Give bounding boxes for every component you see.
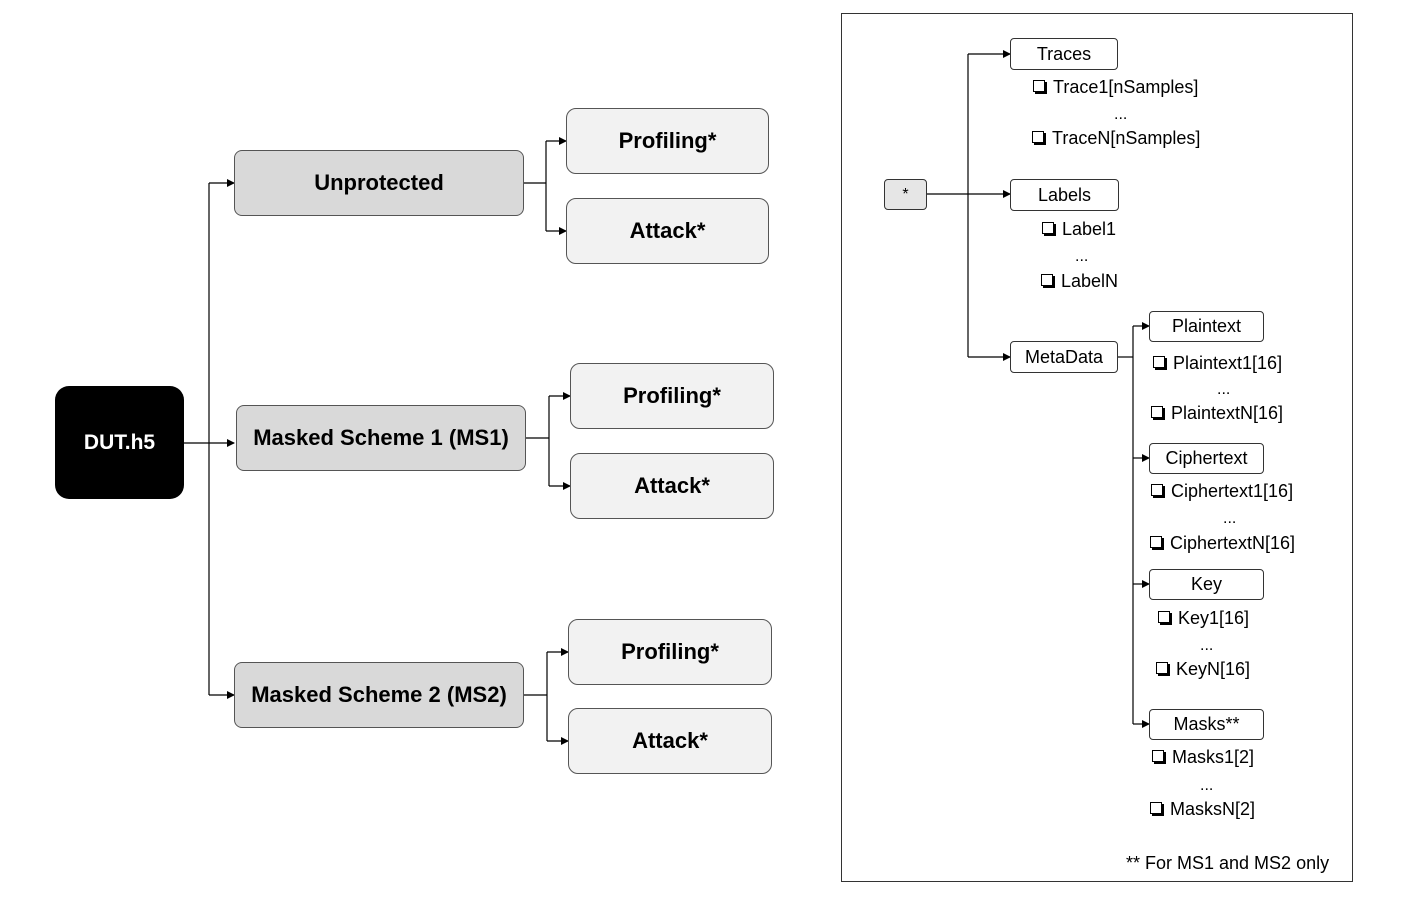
checkbox-icon <box>1042 222 1054 234</box>
checkbox-icon <box>1032 131 1044 143</box>
plaintext-node: Plaintext <box>1149 311 1264 342</box>
traces-node: Traces <box>1010 38 1118 70</box>
plaintext-last-item: PlaintextN[16] <box>1151 403 1283 424</box>
checkbox-icon <box>1156 662 1168 674</box>
checkbox-icon <box>1041 274 1053 286</box>
checkbox-icon <box>1152 750 1164 762</box>
masks-node: Masks** <box>1149 709 1264 740</box>
masks-last-item: MasksN[2] <box>1150 799 1255 820</box>
checkbox-icon <box>1151 406 1163 418</box>
unprotected-node: Unprotected <box>234 150 524 216</box>
group-structure-panel <box>841 13 1353 882</box>
ciphertext-first-item: Ciphertext1[16] <box>1151 481 1293 502</box>
ms2-profiling-node: Profiling* <box>568 619 772 685</box>
labels-ellipsis: ... <box>1075 248 1089 265</box>
ciphertext-last-item: CiphertextN[16] <box>1150 533 1295 554</box>
checkbox-icon <box>1150 536 1162 548</box>
ms1-node: Masked Scheme 1 (MS1) <box>236 405 526 471</box>
root-file-node: DUT.h5 <box>55 386 184 499</box>
traces-last-item: TraceN[nSamples] <box>1032 128 1200 149</box>
traces-first-item: Trace1[nSamples] <box>1033 77 1198 98</box>
labels-last-item: LabelN <box>1041 271 1118 292</box>
footnote: ** For MS1 and MS2 only <box>1126 853 1330 873</box>
traces-ellipsis: ... <box>1114 106 1128 123</box>
key-first-item: Key1[16] <box>1158 608 1249 629</box>
plaintext-first-item: Plaintext1[16] <box>1153 353 1282 374</box>
unprotected-attack-node: Attack* <box>566 198 769 264</box>
metadata-node: MetaData <box>1010 341 1118 373</box>
checkbox-icon <box>1151 484 1163 496</box>
checkbox-icon <box>1158 611 1170 623</box>
plaintext-ellipsis: ... <box>1217 381 1231 398</box>
key-node: Key <box>1149 569 1264 600</box>
checkbox-icon <box>1153 356 1165 368</box>
key-ellipsis: ... <box>1200 637 1214 654</box>
checkbox-icon <box>1033 80 1045 92</box>
labels-first-item: Label1 <box>1042 219 1116 240</box>
key-last-item: KeyN[16] <box>1156 659 1250 680</box>
labels-node: Labels <box>1010 179 1119 211</box>
checkbox-icon <box>1150 802 1162 814</box>
ms1-attack-node: Attack* <box>570 453 774 519</box>
wildcard-group-node: * <box>884 179 927 210</box>
unprotected-profiling-node: Profiling* <box>566 108 769 174</box>
ms1-profiling-node: Profiling* <box>570 363 774 429</box>
ms2-node: Masked Scheme 2 (MS2) <box>234 662 524 728</box>
ciphertext-node: Ciphertext <box>1149 443 1264 474</box>
masks-first-item: Masks1[2] <box>1152 747 1254 768</box>
ciphertext-ellipsis: ... <box>1223 510 1237 527</box>
ms2-attack-node: Attack* <box>568 708 772 774</box>
masks-ellipsis: ... <box>1200 777 1214 794</box>
